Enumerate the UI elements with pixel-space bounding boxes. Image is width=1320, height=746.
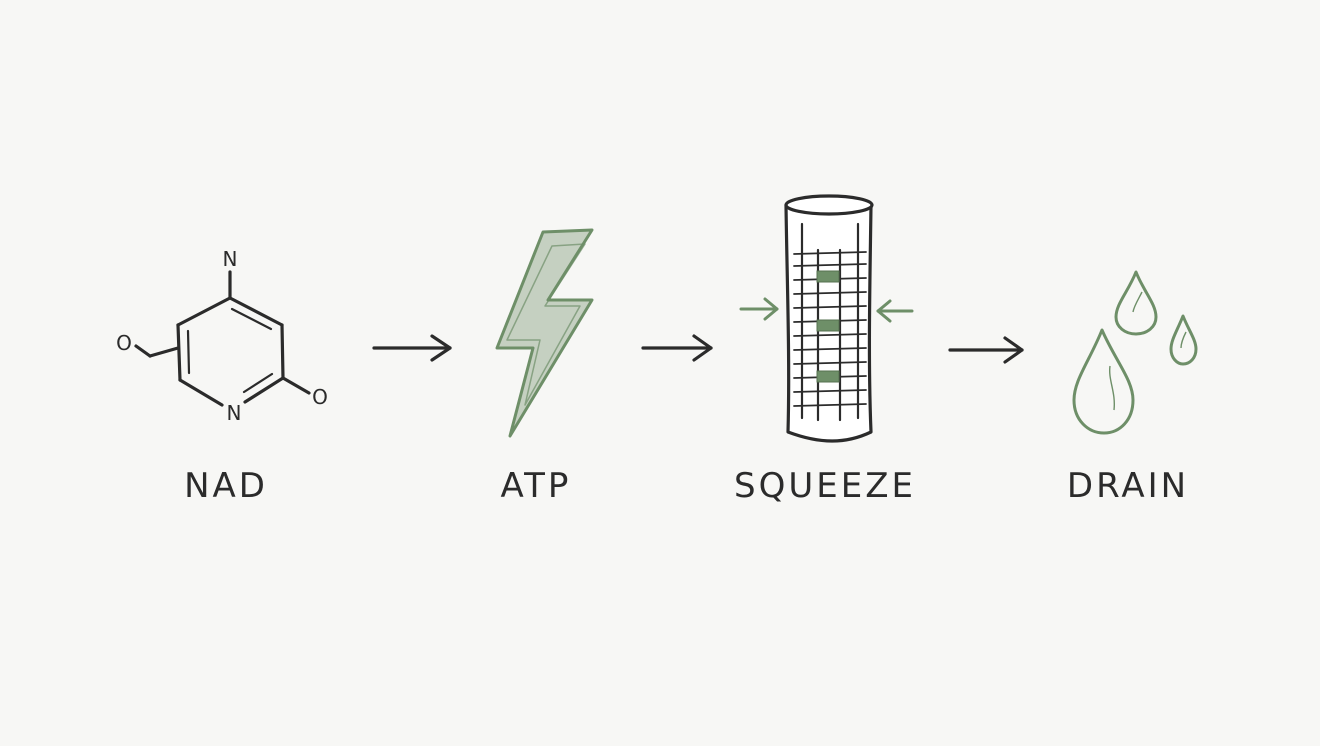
squeeze-arrow-right-icon bbox=[876, 299, 914, 323]
atom-n-ring: N bbox=[227, 401, 242, 425]
step-label-nad: NAD bbox=[184, 466, 268, 506]
squeeze-arrow-left-icon bbox=[739, 297, 779, 321]
step-label-squeeze: SQUEEZE bbox=[734, 466, 916, 506]
atom-n-top: N bbox=[223, 247, 238, 271]
atom-o-left: O bbox=[116, 331, 132, 355]
lightning-bolt-icon bbox=[495, 228, 594, 438]
molecule-icon: N N O O bbox=[116, 247, 328, 425]
step-label-atp: ATP bbox=[500, 466, 572, 506]
arrow-right-icon bbox=[372, 334, 452, 362]
atom-o-right: O bbox=[312, 385, 328, 409]
step-label-drain: DRAIN bbox=[1066, 466, 1190, 506]
droplets-icon bbox=[1072, 270, 1198, 435]
arrow-right-icon bbox=[948, 336, 1024, 364]
tube-compression-icon bbox=[784, 194, 874, 443]
arrow-right-icon bbox=[641, 334, 713, 362]
